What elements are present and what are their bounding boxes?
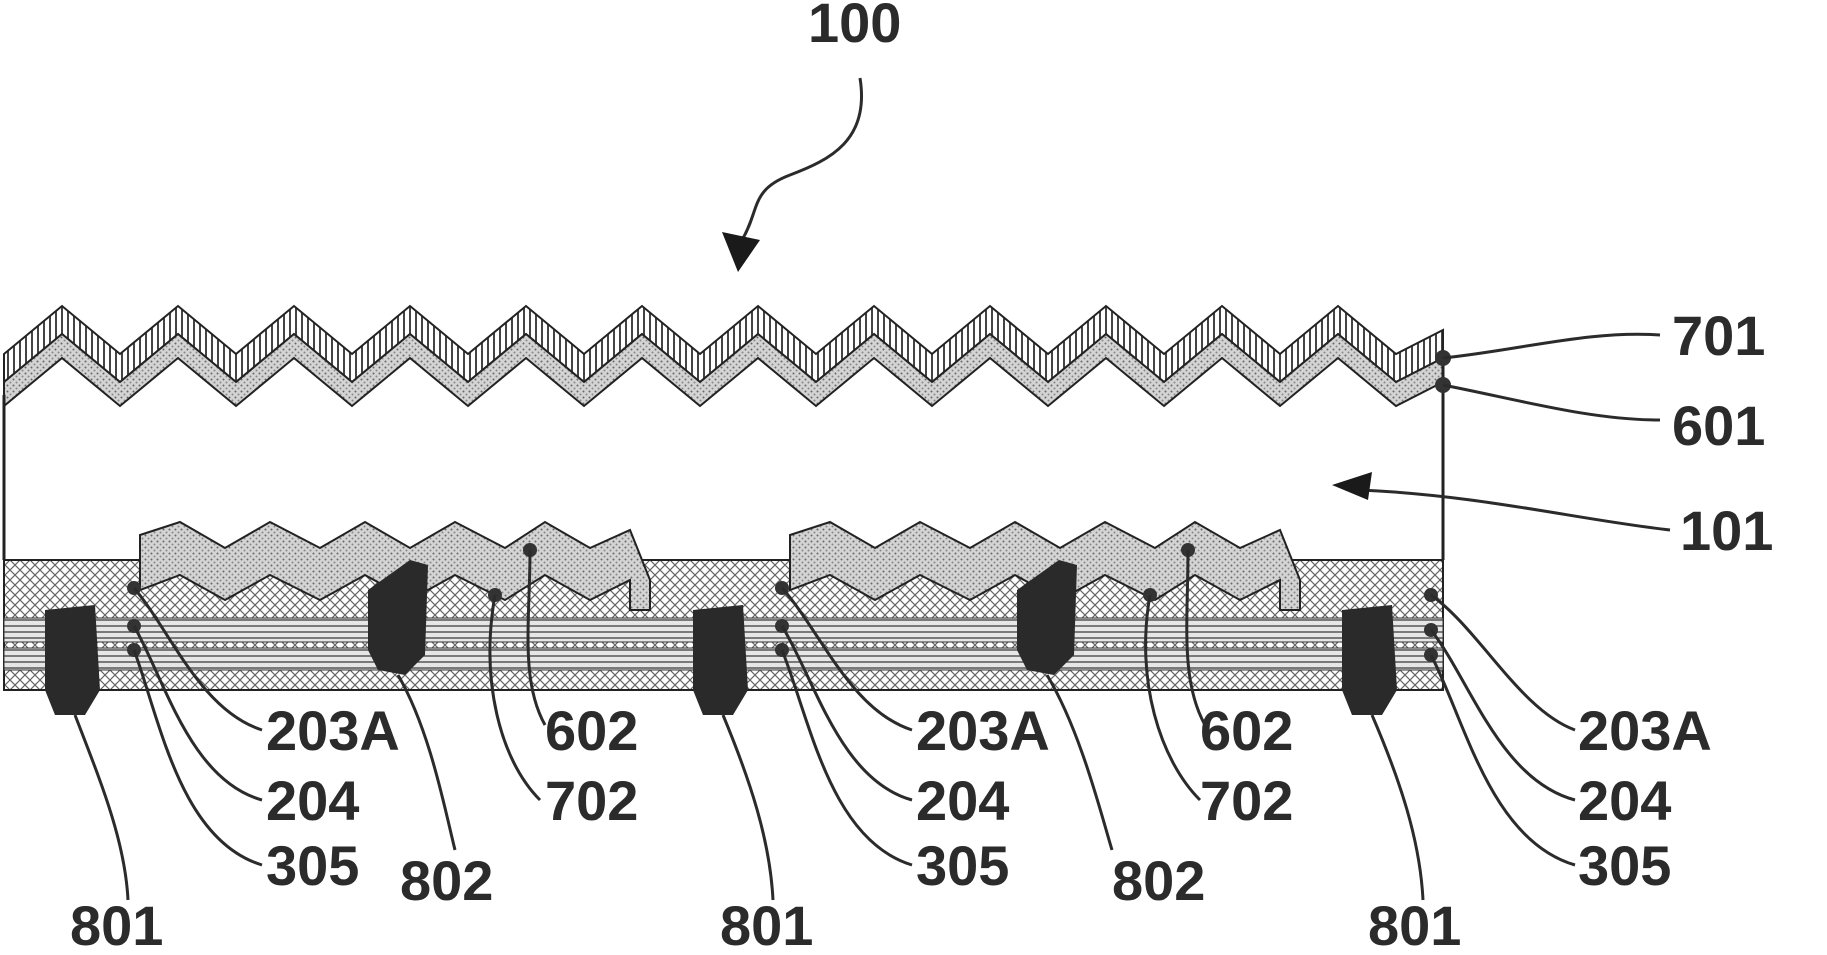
label-801-3: 801 — [1368, 894, 1461, 955]
leader-801-2 — [723, 715, 773, 900]
leader-802-1 — [398, 675, 455, 850]
leader-801-1 — [75, 715, 128, 900]
label-204-3: 204 — [1578, 769, 1671, 832]
electrode-801-2 — [693, 605, 748, 715]
label-602-2: 602 — [1200, 699, 1293, 762]
label-802-1: 802 — [400, 849, 493, 912]
label-702-2: 702 — [1200, 769, 1293, 832]
label-601: 601 — [1672, 394, 1765, 457]
electrode-801-1 — [45, 605, 100, 715]
label-100: 100 — [808, 0, 901, 54]
leader-305-3 — [1431, 655, 1575, 865]
label-203a-3: 203A — [1578, 699, 1712, 762]
leader-701 — [1443, 334, 1660, 358]
label-101: 101 — [1680, 499, 1773, 562]
label-305-1: 305 — [266, 834, 359, 897]
leader-101 — [1360, 490, 1670, 530]
label-305-2: 305 — [916, 834, 1009, 897]
label-801-1: 801 — [70, 894, 163, 955]
label-203a-2: 203A — [916, 699, 1050, 762]
leader-802-2 — [1047, 675, 1112, 850]
label-801-2: 801 — [720, 894, 813, 955]
leader-801-3 — [1372, 715, 1423, 900]
leader-204-3 — [1431, 630, 1575, 800]
leader-100 — [742, 78, 862, 240]
label-203a-1: 203A — [266, 699, 400, 762]
leader-601 — [1443, 385, 1660, 420]
label-602-1: 602 — [545, 699, 638, 762]
label-802-2: 802 — [1112, 849, 1205, 912]
label-204-2: 204 — [916, 769, 1009, 832]
label-204-1: 204 — [266, 769, 359, 832]
label-305-3: 305 — [1578, 834, 1671, 897]
arrowhead-101 — [1332, 472, 1372, 500]
label-701: 701 — [1672, 304, 1765, 367]
arrowhead-100 — [722, 232, 760, 272]
electrode-801-3 — [1342, 605, 1397, 715]
label-702-1: 702 — [545, 769, 638, 832]
